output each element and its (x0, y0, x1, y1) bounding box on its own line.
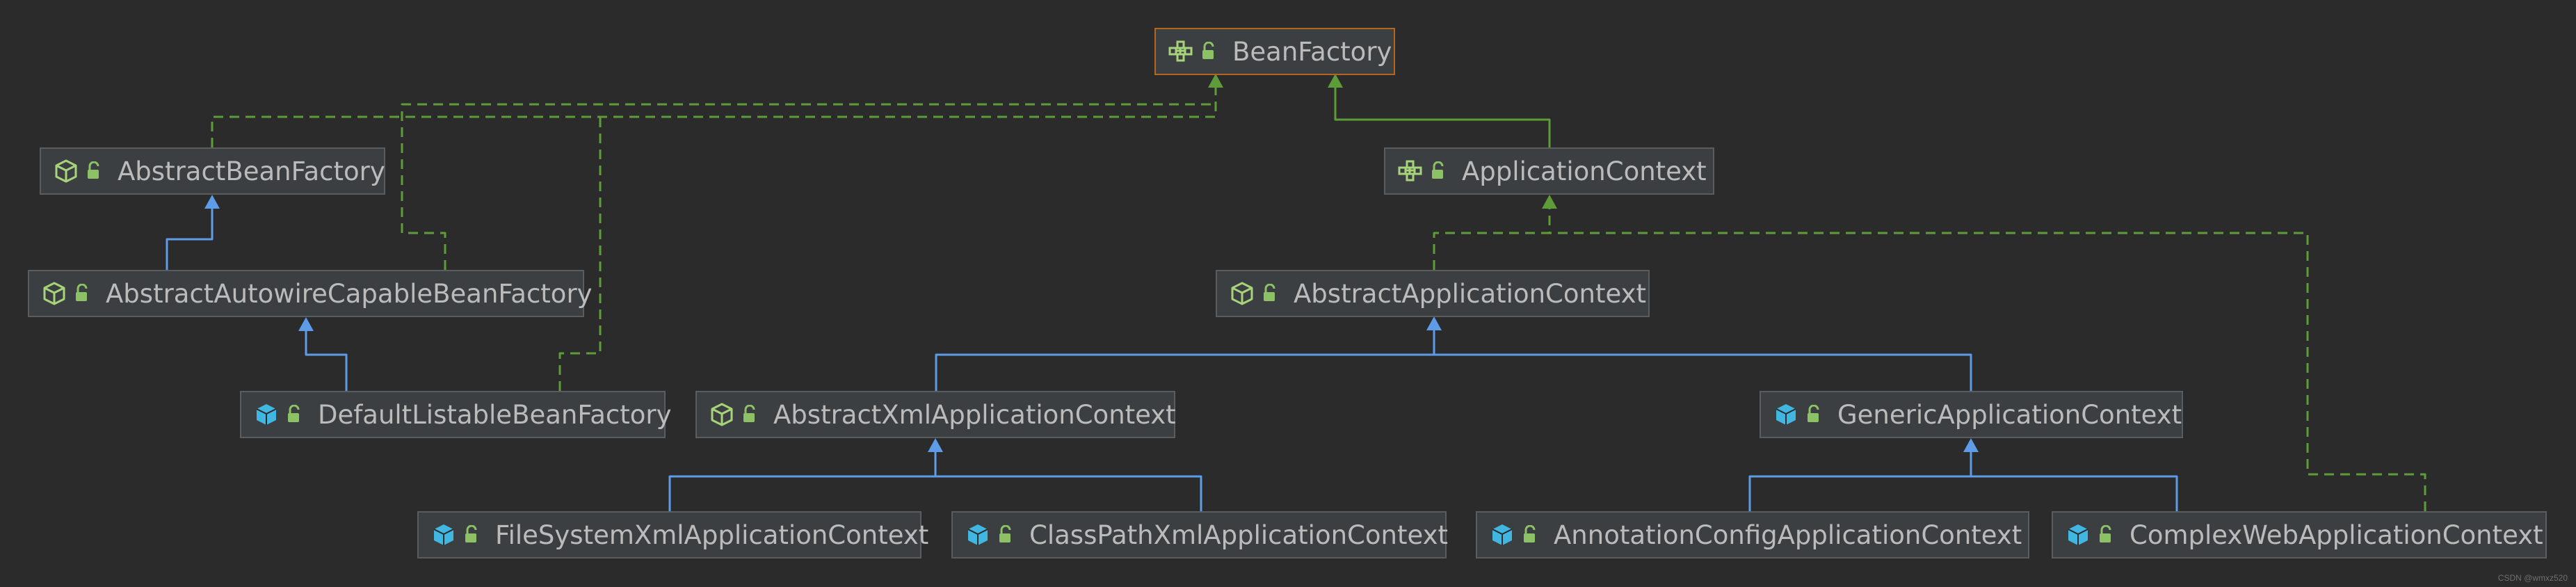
class-icon (254, 402, 279, 427)
public-lock-icon (286, 402, 303, 427)
node-label: DefaultListableBeanFactory (318, 399, 672, 430)
edge-defaultlistable-to-autowire (305, 322, 348, 391)
arrowhead-beanfactory-left (1208, 74, 1223, 88)
node-label: ComplexWebApplicationContext (2130, 520, 2543, 550)
public-lock-icon (463, 522, 480, 547)
edge-classpath-to-abstractxml (935, 475, 1202, 511)
edge-autowire-to-beanfactory (401, 103, 1216, 270)
public-lock-icon (86, 159, 102, 184)
watermark: CSDN @wmxz520 (2497, 573, 2568, 583)
node-abstract-bean-factory[interactable]: AbstractBeanFactory (40, 147, 385, 195)
node-label: BeanFactory (1232, 36, 1392, 67)
node-label: FileSystemXmlApplicationContext (495, 520, 929, 550)
public-lock-icon (1522, 522, 1538, 547)
public-lock-icon (997, 522, 1014, 547)
class-icon (2066, 522, 2091, 547)
node-label: AnnotationConfigApplicationContext (1554, 520, 2022, 550)
abstract-class-icon (709, 402, 734, 427)
class-icon (965, 522, 990, 547)
edge-autowire-to-abstractbeanfactory (166, 199, 214, 270)
edge-filesystem-to-abstractxml (668, 443, 937, 511)
node-application-context[interactable]: ApplicationContext (1384, 147, 1714, 195)
node-default-listable-bean-factory[interactable]: DefaultListableBeanFactory (240, 391, 672, 438)
node-abstract-xml-application-context[interactable]: AbstractXmlApplicationContext (695, 391, 1176, 438)
public-lock-icon (1805, 402, 1822, 427)
node-abstract-application-context[interactable]: AbstractApplicationContext (1216, 270, 1650, 317)
node-generic-application-context[interactable]: GenericApplicationContext (1760, 391, 2183, 438)
public-lock-icon (1430, 159, 1447, 184)
node-filesystem-xml-application-context[interactable]: FileSystemXmlApplicationContext (417, 511, 928, 558)
arrowhead-abstractxml (928, 438, 943, 452)
edge-applicationcontext-to-beanfactory (1334, 78, 1551, 147)
interface-icon (1398, 159, 1423, 184)
node-abstract-autowire-capable-bean-factory[interactable]: AbstractAutowireCapableBeanFactory (28, 270, 593, 317)
node-label: ClassPathXmlApplicationContext (1029, 520, 1448, 550)
edge-generic-to-abstractappcontext (1434, 353, 1972, 391)
edge-abstractxml-to-abstractappcontext (935, 321, 1435, 391)
node-label: GenericApplicationContext (1837, 399, 2182, 430)
edge-annotation-to-generic (1748, 443, 1972, 511)
edge-defaultlistable-to-beanfactory (558, 117, 602, 391)
edge-abstractbeanfactory-to-beanfactory (211, 78, 1217, 147)
node-bean-factory[interactable]: BeanFactory (1154, 28, 1395, 75)
public-lock-icon (1262, 281, 1278, 306)
arrowhead-generic (1963, 438, 1979, 452)
public-lock-icon (1200, 39, 1217, 64)
arrowhead-abstractbeanfactory (204, 195, 220, 209)
node-label: AbstractApplicationContext (1294, 278, 1646, 309)
node-annotation-config-application-context[interactable]: AnnotationConfigApplicationContext (1476, 511, 2029, 558)
node-label: AbstractAutowireCapableBeanFactory (106, 278, 593, 309)
edge-complexweb-to-generic (1971, 475, 2178, 511)
abstract-class-icon (1230, 281, 1255, 306)
public-lock-icon (74, 281, 90, 306)
class-icon (1490, 522, 1515, 547)
public-lock-icon (741, 402, 758, 427)
node-complex-web-application-context[interactable]: ComplexWebApplicationContext (2052, 511, 2547, 558)
arrowhead-beanfactory-right (1328, 74, 1343, 88)
arrowhead-autowire (298, 317, 314, 331)
edge-abstractappcontext-to-applicationcontext (1433, 199, 1551, 270)
node-label: ApplicationContext (1462, 156, 1707, 186)
edge-complexweb-to-applicationcontext (1549, 232, 2426, 511)
interface-icon (1168, 39, 1193, 64)
class-icon (1773, 402, 1798, 427)
arrowhead-abstractappcontext (1426, 316, 1442, 330)
arrowhead-applicationcontext (1542, 195, 1557, 209)
node-label: AbstractXmlApplicationContext (773, 399, 1176, 430)
public-lock-icon (2098, 522, 2114, 547)
abstract-class-icon (42, 281, 67, 306)
abstract-class-icon (54, 159, 79, 184)
node-label: AbstractBeanFactory (118, 156, 385, 186)
node-classpath-xml-application-context[interactable]: ClassPathXmlApplicationContext (951, 511, 1448, 558)
class-icon (431, 522, 456, 547)
